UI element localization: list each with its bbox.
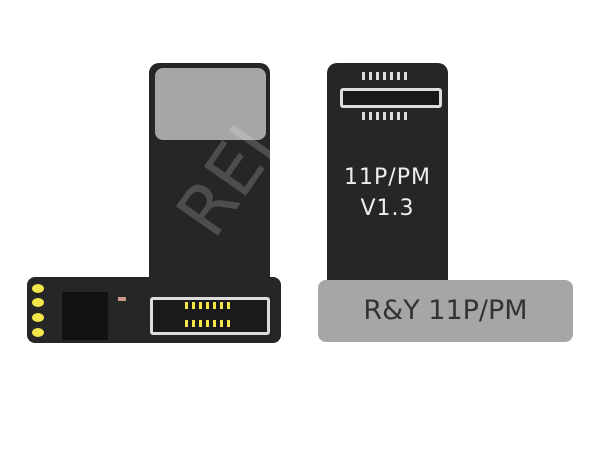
connector-pin — [404, 72, 407, 80]
connector — [340, 88, 442, 108]
label-tab — [318, 280, 573, 342]
smd-component — [118, 297, 126, 301]
contact-pad — [32, 328, 44, 337]
contact-pad — [32, 284, 44, 293]
connector-pin — [227, 320, 230, 327]
connector-pin — [369, 72, 372, 80]
contact-pad — [32, 313, 44, 322]
connector-pin — [376, 72, 379, 80]
connector-pin — [383, 112, 386, 120]
connector-pin — [383, 72, 386, 80]
connector-pin — [199, 302, 202, 309]
connector-pin — [206, 302, 209, 309]
connector — [150, 297, 270, 335]
version-text: V1.3 — [360, 196, 415, 221]
connector-pin — [390, 72, 393, 80]
stiffener-pad — [155, 68, 266, 140]
connector-pin — [404, 112, 407, 120]
connector-pin — [185, 320, 188, 327]
label-text: R&Y 11P/PM — [363, 295, 528, 326]
connector-pin — [227, 302, 230, 309]
connector-pin — [206, 320, 209, 327]
connector-pin — [213, 302, 216, 309]
connector-pin — [220, 302, 223, 309]
connector-pin — [397, 112, 400, 120]
connector-pin — [199, 320, 202, 327]
connector-pin — [213, 320, 216, 327]
connector-pin — [192, 302, 195, 309]
connector-pin — [220, 320, 223, 327]
connector-pin — [369, 112, 372, 120]
chip — [62, 292, 108, 340]
connector-pin — [397, 72, 400, 80]
connector-pin — [192, 320, 195, 327]
connector-pin — [390, 112, 393, 120]
connector-pin — [362, 112, 365, 120]
connector-pin — [185, 302, 188, 309]
contact-pad — [32, 298, 44, 307]
connector-pin — [362, 72, 365, 80]
model-text: 11P/PM — [344, 165, 431, 190]
connector-pin — [376, 112, 379, 120]
